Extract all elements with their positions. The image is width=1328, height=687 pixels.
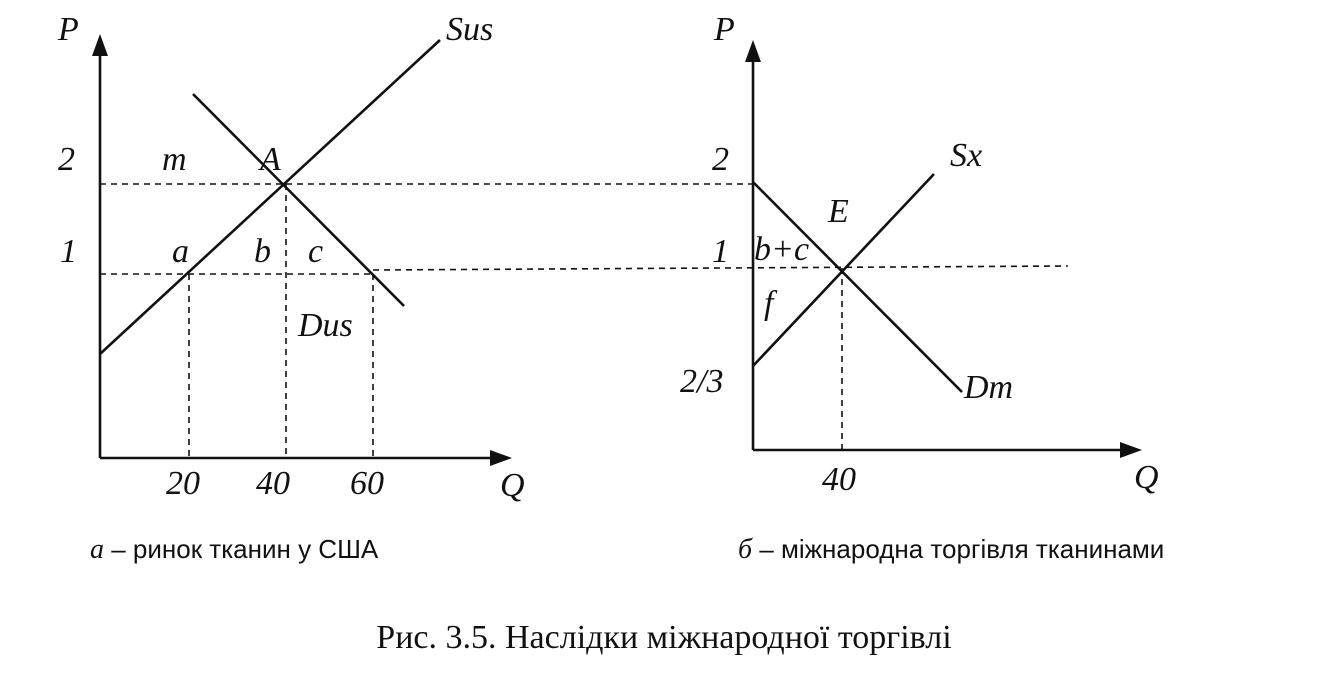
panel-b-caption-text: – міжнародна торгівля тканинами (752, 534, 1164, 564)
panel-a-m-label: m (162, 141, 187, 178)
panel-b-caption: б – міжнародна торгівля тканинами (738, 534, 1164, 565)
panel-a-c-label: c (308, 233, 323, 270)
panel-a-price-1-label: 1 (60, 233, 77, 270)
panel-b-price-axis-arrow (745, 40, 761, 62)
panel-b-q40-label: 40 (822, 461, 856, 498)
panel-a-a-label: a (172, 233, 189, 270)
panel-a-supply-curve (99, 39, 441, 355)
panel-b-price-1-label: 1 (712, 233, 729, 270)
panel-b-bc-label: b+c (754, 231, 809, 268)
panel-a-q20-label: 20 (166, 465, 200, 502)
panel-b-demand-label: Dm (963, 369, 1013, 406)
panel-a-caption: а – ринок тканин у США (90, 534, 379, 565)
panel-a-caption-letter: а (90, 534, 104, 565)
panel-a-b-label: b (254, 233, 271, 270)
panel-b-supply-label: Sx (950, 137, 982, 174)
panel-a-axis-p-label: P (57, 11, 79, 48)
panel-a-q60-label: 60 (350, 465, 384, 502)
panel-a-price-2-label: 2 (58, 141, 75, 178)
panel-a: P Q 2 1 20 40 60 Sus Dus A m a b c а – р… (57, 11, 525, 565)
panel-b-export-supply-curve (752, 173, 935, 367)
figure-title: Рис. 3.5. Наслідки міжнародної торгівлі (376, 619, 951, 656)
panel-b-import-demand-curve (752, 181, 963, 393)
panel-b-axis-p-label: P (713, 11, 735, 48)
panel-b-quantity-axis-arrow (1120, 442, 1142, 458)
panel-a-q40-label: 40 (256, 465, 290, 502)
panel-a-axis-q-label: Q (500, 467, 525, 504)
panel-a-caption-text: – ринок тканин у США (104, 534, 379, 564)
panel-b-axis-q-label: Q (1134, 459, 1159, 496)
panel-b-f-label: f (764, 285, 778, 322)
panel-a-quantity-axis-arrow (490, 450, 512, 466)
panel-a-price-axis-arrow (92, 34, 108, 56)
panel-a-point-a-label: A (258, 141, 281, 178)
panel-b: P Q 2 1 2/3 40 Sx Dm E b+c f б – міжнаро… (286, 11, 1164, 565)
panel-a-demand-curve (192, 93, 405, 307)
panel-b-point-e-label: E (827, 193, 849, 230)
panel-b-price-2-label: 2 (712, 141, 729, 178)
panel-b-price-23-label: 2/3 (680, 363, 723, 400)
panel-a-demand-label: Dus (297, 307, 353, 344)
panel-a-supply-label: Sus (446, 11, 493, 48)
panel-b-price-1-guide (372, 265, 1069, 271)
panel-b-caption-letter: б (738, 534, 753, 565)
